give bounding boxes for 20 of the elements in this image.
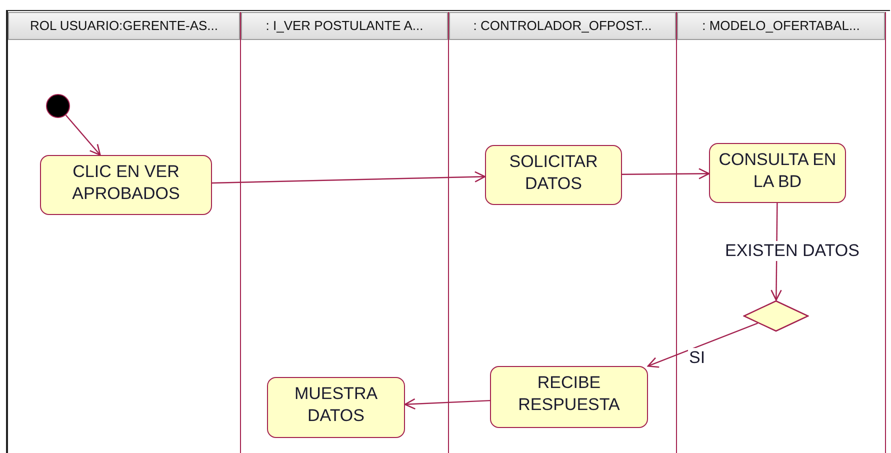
edge-label: EXISTEN DATOS	[724, 241, 860, 261]
activity-box: MUESTRA DATOS	[267, 377, 405, 438]
activity-box: CONSULTA EN LA BD	[709, 143, 846, 203]
arrow	[404, 398, 490, 410]
activity-box: CLIC EN VER APROBADOS	[40, 155, 212, 215]
activity-box: SOLICITAR DATOS	[485, 145, 622, 205]
lane-header: : CONTROLADOR_OFPOST...	[449, 12, 676, 40]
arrow	[622, 168, 710, 180]
arrow	[647, 322, 758, 368]
lane-header: ROL USUARIO:GERENTE-AS...	[8, 12, 240, 40]
decision-diamond	[743, 300, 809, 332]
swimlane	[8, 12, 241, 453]
lane-header: : MODELO_OFERTABAL...	[677, 12, 885, 40]
arrow	[65, 114, 101, 156]
swimlane	[241, 12, 449, 453]
swimlane	[449, 12, 677, 453]
start-node	[46, 94, 70, 118]
activity-box: RECIBE RESPUESTA	[490, 366, 648, 428]
arrow	[212, 171, 486, 184]
lane-header: : I_VER POSTULANTE A...	[241, 12, 448, 40]
